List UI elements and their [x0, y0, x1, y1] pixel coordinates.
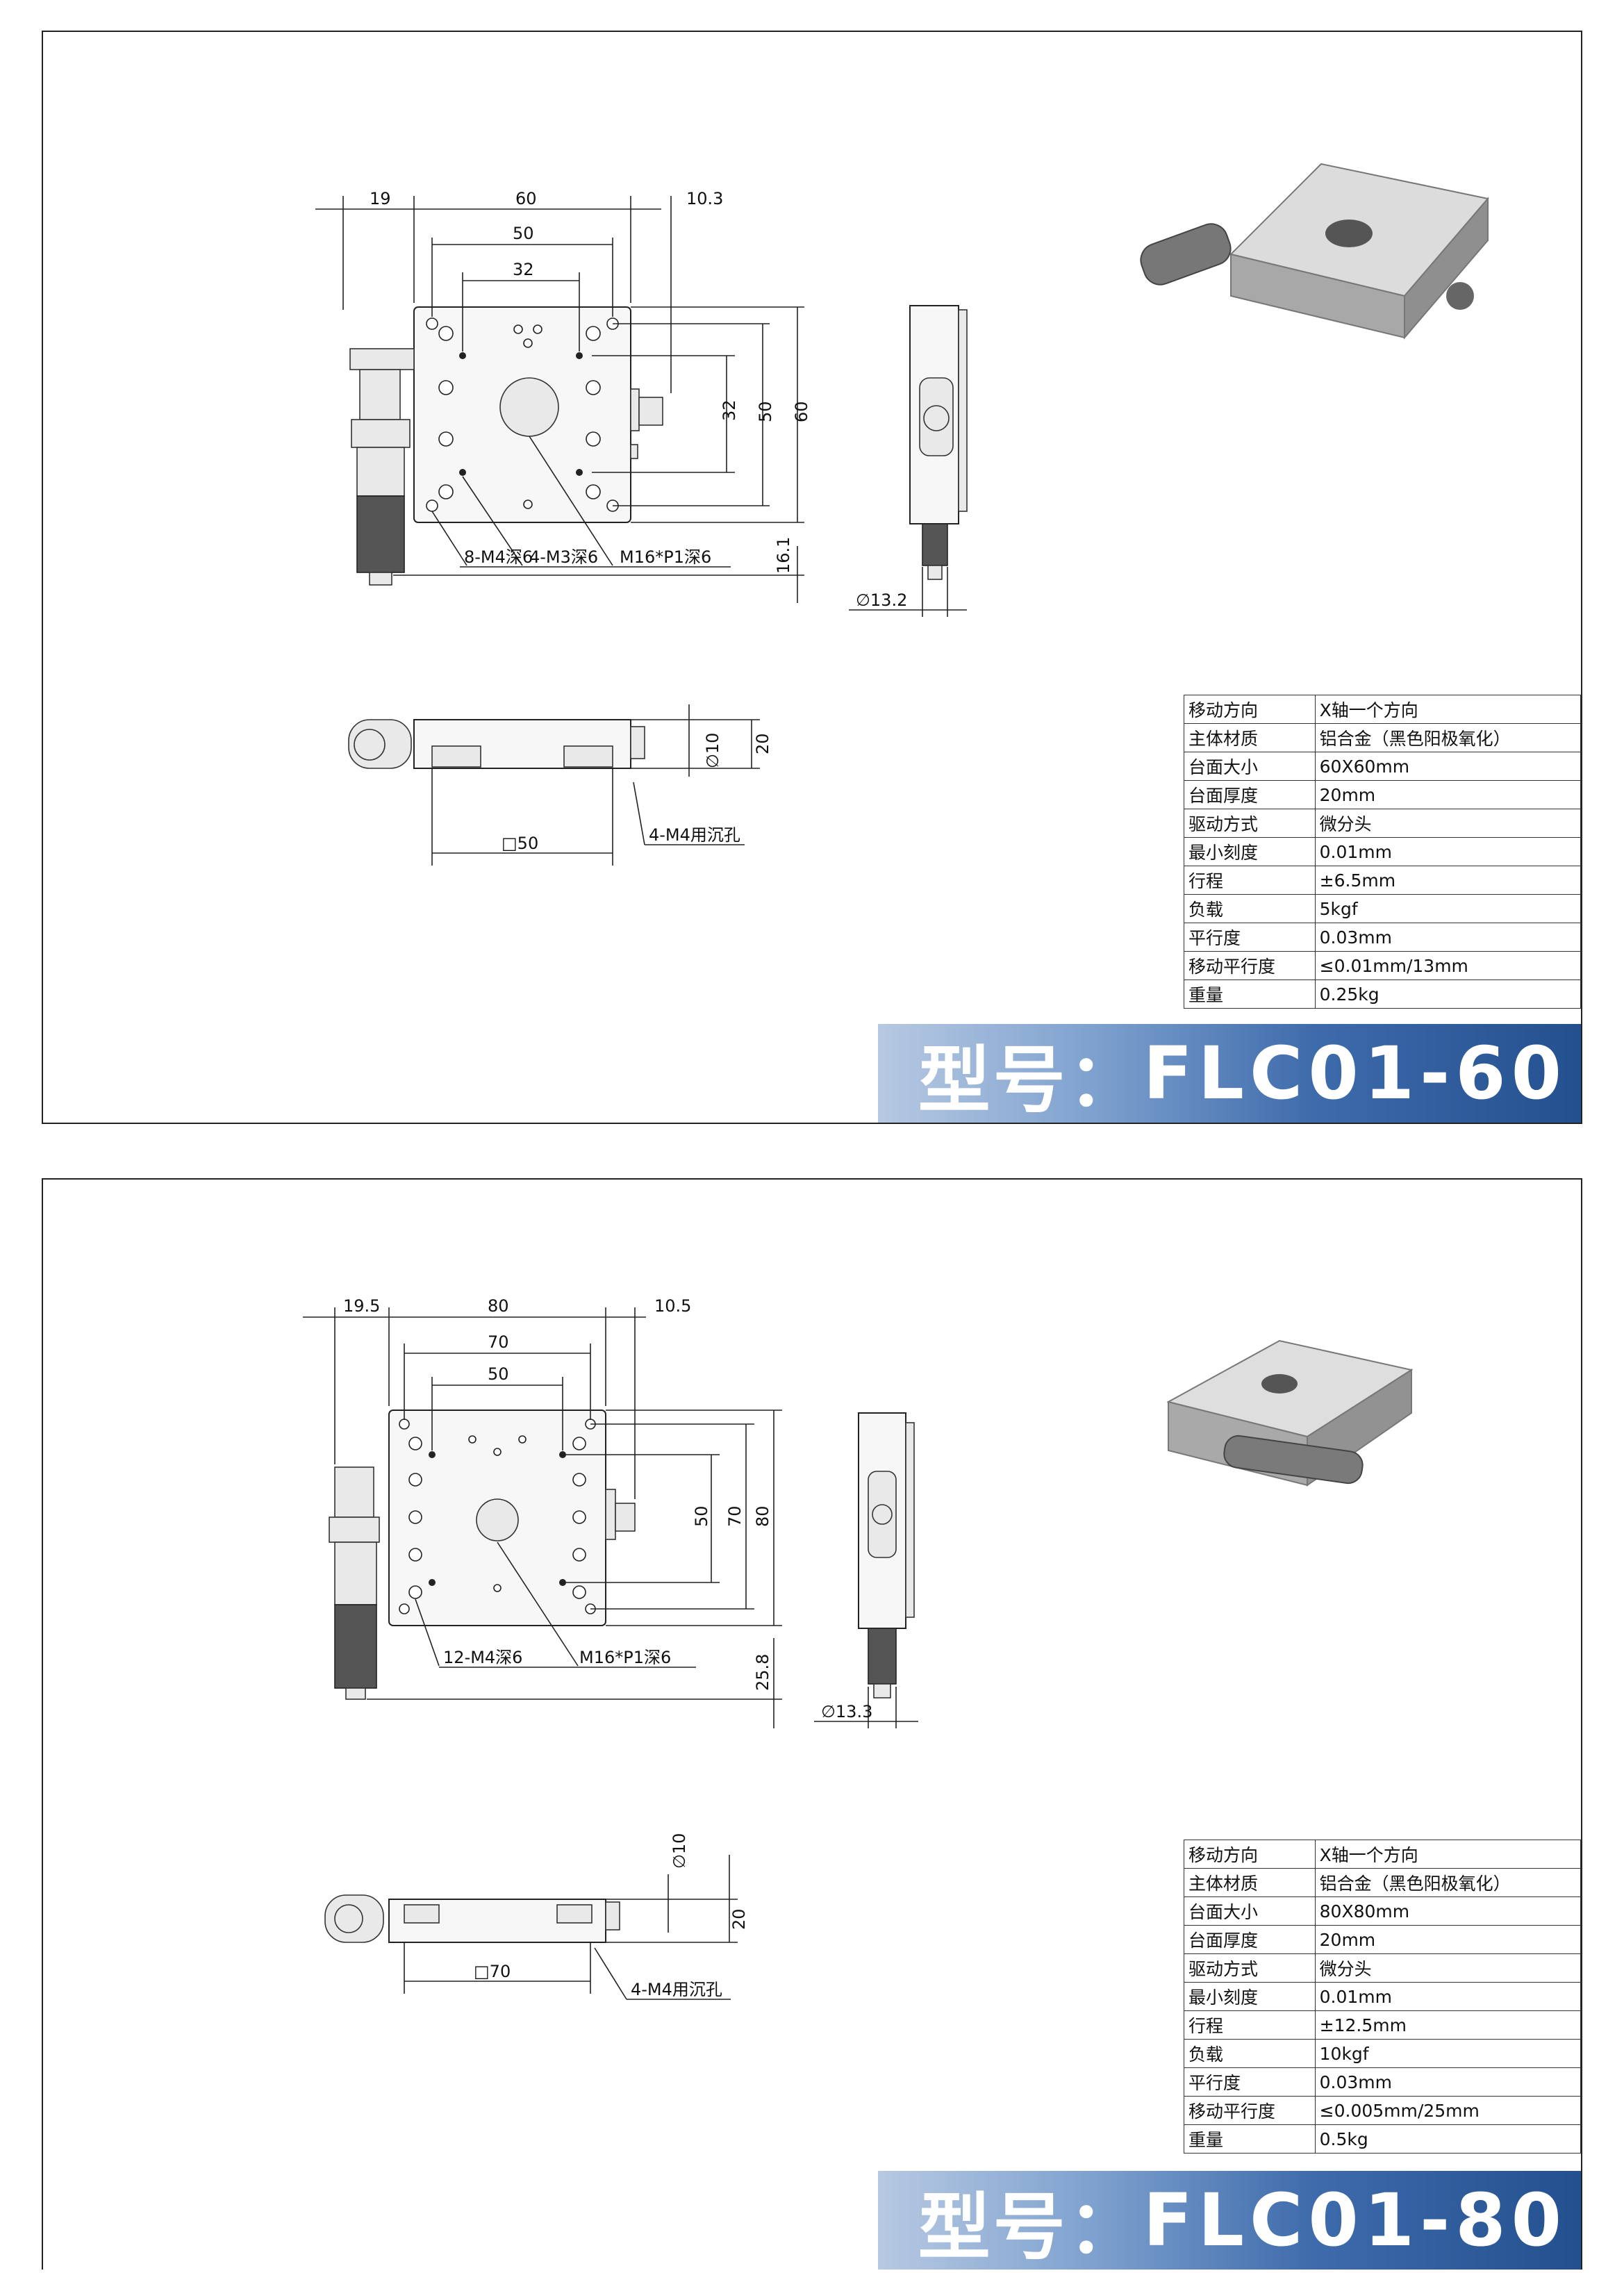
dim-side-bottom: 25.8 [753, 1654, 772, 1691]
table-row: 主体材质铝合金（黑色阳极氧化） [1184, 723, 1582, 752]
dim-height: 20 [729, 1908, 749, 1930]
dim-shaft-dia: ∅10 [670, 1833, 689, 1869]
callout-2: 4-M4用沉孔 [631, 1980, 722, 1999]
dim-hole-span-a: 70 [488, 1332, 509, 1352]
table-row: 移动平行度≤0.005mm/25mm [1184, 2096, 1582, 2125]
dim-shaft-dia: ∅10 [703, 733, 722, 768]
dim-knob-dia: ∅13.3 [821, 1702, 872, 1721]
table-row: 行程±12.5mm [1184, 2010, 1582, 2040]
dim-hole-span-a: 50 [513, 224, 534, 243]
side-view: ∅13.2 [849, 305, 968, 617]
callout-1: 4-M3深6 [529, 547, 598, 567]
dim-width: 60 [515, 189, 537, 208]
side-view: ∅13.3 [814, 1412, 918, 1728]
spec-sheet-flc01-60: 19 60 10.3 50 32 32 50 60 16.1 [42, 31, 1582, 1124]
top-view: 19 60 10.3 50 32 32 50 60 16.1 [315, 189, 811, 603]
dim-knob-dia: ∅13.2 [856, 590, 907, 610]
product-render [1166, 1339, 1414, 1487]
dim-side-70: 70 [725, 1505, 745, 1527]
dim-hole-span-b: 32 [513, 260, 534, 279]
model-code: FLC01-80 [1143, 2178, 1567, 2263]
callout-0: 12-M4深6 [443, 1648, 522, 1667]
dim-mount-square: □70 [474, 1962, 511, 1981]
model-banner-flc01-60: 型号： FLC01-60 [878, 1024, 1581, 1123]
callout-3: 4-M4用沉孔 [649, 825, 740, 845]
front-view: □70 4-M4用沉孔 ∅10 20 [324, 1833, 749, 2000]
dim-height: 20 [753, 733, 772, 754]
product-render [1140, 163, 1489, 340]
dim-side-50: 50 [692, 1505, 711, 1527]
dim-right-offset: 10.5 [654, 1296, 691, 1316]
dim-side-32: 32 [720, 399, 739, 421]
dim-side-80: 80 [753, 1505, 772, 1527]
dim-side-50: 50 [756, 401, 775, 422]
dim-right-offset: 10.3 [686, 189, 723, 208]
table-row: 驱动方式微分头 [1184, 1953, 1582, 1983]
model-label: 型号： [918, 1037, 1143, 1123]
dim-hole-span-b: 50 [488, 1364, 509, 1384]
spec-sheet-flc01-80: 19.5 80 10.5 70 50 50 70 80 25.8 1 [42, 1178, 1582, 2270]
dim-width: 80 [488, 1296, 509, 1316]
callout-2: M16*P1深6 [620, 547, 711, 567]
model-label: 型号： [918, 2184, 1143, 2270]
model-code: FLC01-60 [1143, 1031, 1567, 1116]
dim-left-offset: 19 [370, 189, 391, 208]
dim-side-60: 60 [792, 401, 811, 422]
technical-drawing-flc01-80: 19.5 80 10.5 70 50 50 70 80 25.8 1 [303, 1296, 1414, 2000]
top-view: 19.5 80 10.5 70 50 50 70 80 25.8 1 [303, 1296, 782, 1728]
table-row: 驱动方式微分头 [1184, 809, 1582, 838]
dim-side-bottom: 16.1 [774, 537, 793, 574]
table-row: 移动平行度≤0.01mm/13mm [1184, 951, 1582, 980]
front-view: □50 4-M4用沉孔 ∅10 20 [348, 704, 772, 866]
callout-1: M16*P1深6 [579, 1648, 671, 1667]
table-row: 主体材质铝合金（黑色阳极氧化） [1184, 1868, 1582, 1897]
model-banner-flc01-80: 型号： FLC01-80 [878, 2171, 1581, 2270]
dim-left-offset: 19.5 [343, 1296, 380, 1316]
technical-drawing-flc01-60: 19 60 10.3 50 32 32 50 60 16.1 [315, 163, 1489, 866]
table-row: 行程±6.5mm [1184, 866, 1582, 895]
dim-mount-square: □50 [502, 834, 538, 853]
callout-0: 8-M4深6 [464, 547, 533, 567]
